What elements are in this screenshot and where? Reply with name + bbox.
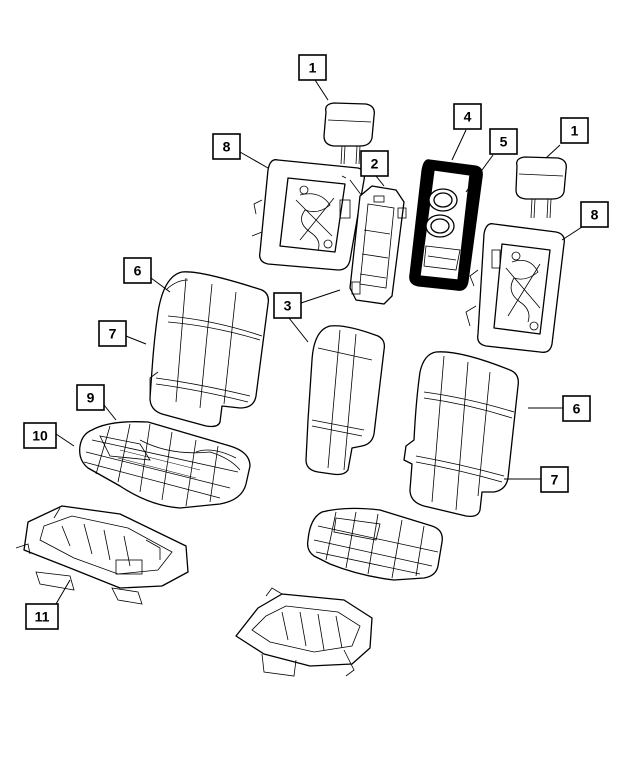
callout-4: 4 bbox=[453, 103, 482, 130]
center-frame bbox=[349, 185, 407, 305]
callout-10: 10 bbox=[23, 422, 57, 449]
callout-label: 9 bbox=[87, 390, 95, 406]
callout-1-left-headrest: 1 bbox=[298, 54, 327, 81]
callout-label: 11 bbox=[35, 609, 50, 625]
callout-9: 9 bbox=[76, 384, 105, 411]
callout-8-left: 8 bbox=[212, 133, 241, 160]
callout-label: 8 bbox=[591, 207, 599, 223]
seatback-frame-left bbox=[251, 159, 366, 271]
callout-label: 2 bbox=[371, 156, 379, 172]
leader-lines bbox=[55, 79, 586, 605]
callout-2: 2 bbox=[360, 150, 389, 177]
callout-label: 7 bbox=[551, 472, 559, 488]
callout-label: 1 bbox=[571, 123, 579, 139]
callout-6-right: 6 bbox=[562, 395, 591, 422]
callout-label: 3 bbox=[284, 298, 292, 314]
callout-label: 7 bbox=[109, 326, 117, 342]
callout-11: 11 bbox=[25, 603, 59, 630]
callout-1-right-headrest: 1 bbox=[560, 117, 589, 144]
callout-7-left: 7 bbox=[98, 320, 127, 347]
callout-label: 6 bbox=[573, 401, 581, 417]
callout-label: 6 bbox=[134, 263, 142, 279]
seatback-frame-right bbox=[465, 223, 565, 353]
callout-6-left: 6 bbox=[123, 257, 152, 284]
headrest-right bbox=[515, 156, 567, 219]
seat-pan-frame-right bbox=[235, 587, 373, 677]
seat-cushion-left bbox=[79, 421, 251, 509]
headrest-left bbox=[323, 102, 375, 165]
seatback-cover-right bbox=[403, 351, 519, 518]
callout-5: 5 bbox=[489, 128, 518, 155]
callout-3: 3 bbox=[273, 292, 302, 319]
callout-label: 8 bbox=[223, 139, 231, 155]
seatback-cover-left bbox=[149, 271, 270, 428]
callout-8-right: 8 bbox=[580, 201, 609, 228]
callout-label: 4 bbox=[464, 109, 472, 125]
armrest-panel bbox=[409, 159, 483, 291]
callout-7-right: 7 bbox=[540, 466, 569, 493]
callout-label: 10 bbox=[32, 428, 48, 444]
seat-pan-frame-left bbox=[15, 505, 189, 605]
callout-label: 5 bbox=[500, 134, 508, 150]
callout-label: 1 bbox=[309, 60, 317, 76]
armrest-cover bbox=[305, 325, 386, 476]
seat-cushion-right bbox=[306, 507, 443, 581]
